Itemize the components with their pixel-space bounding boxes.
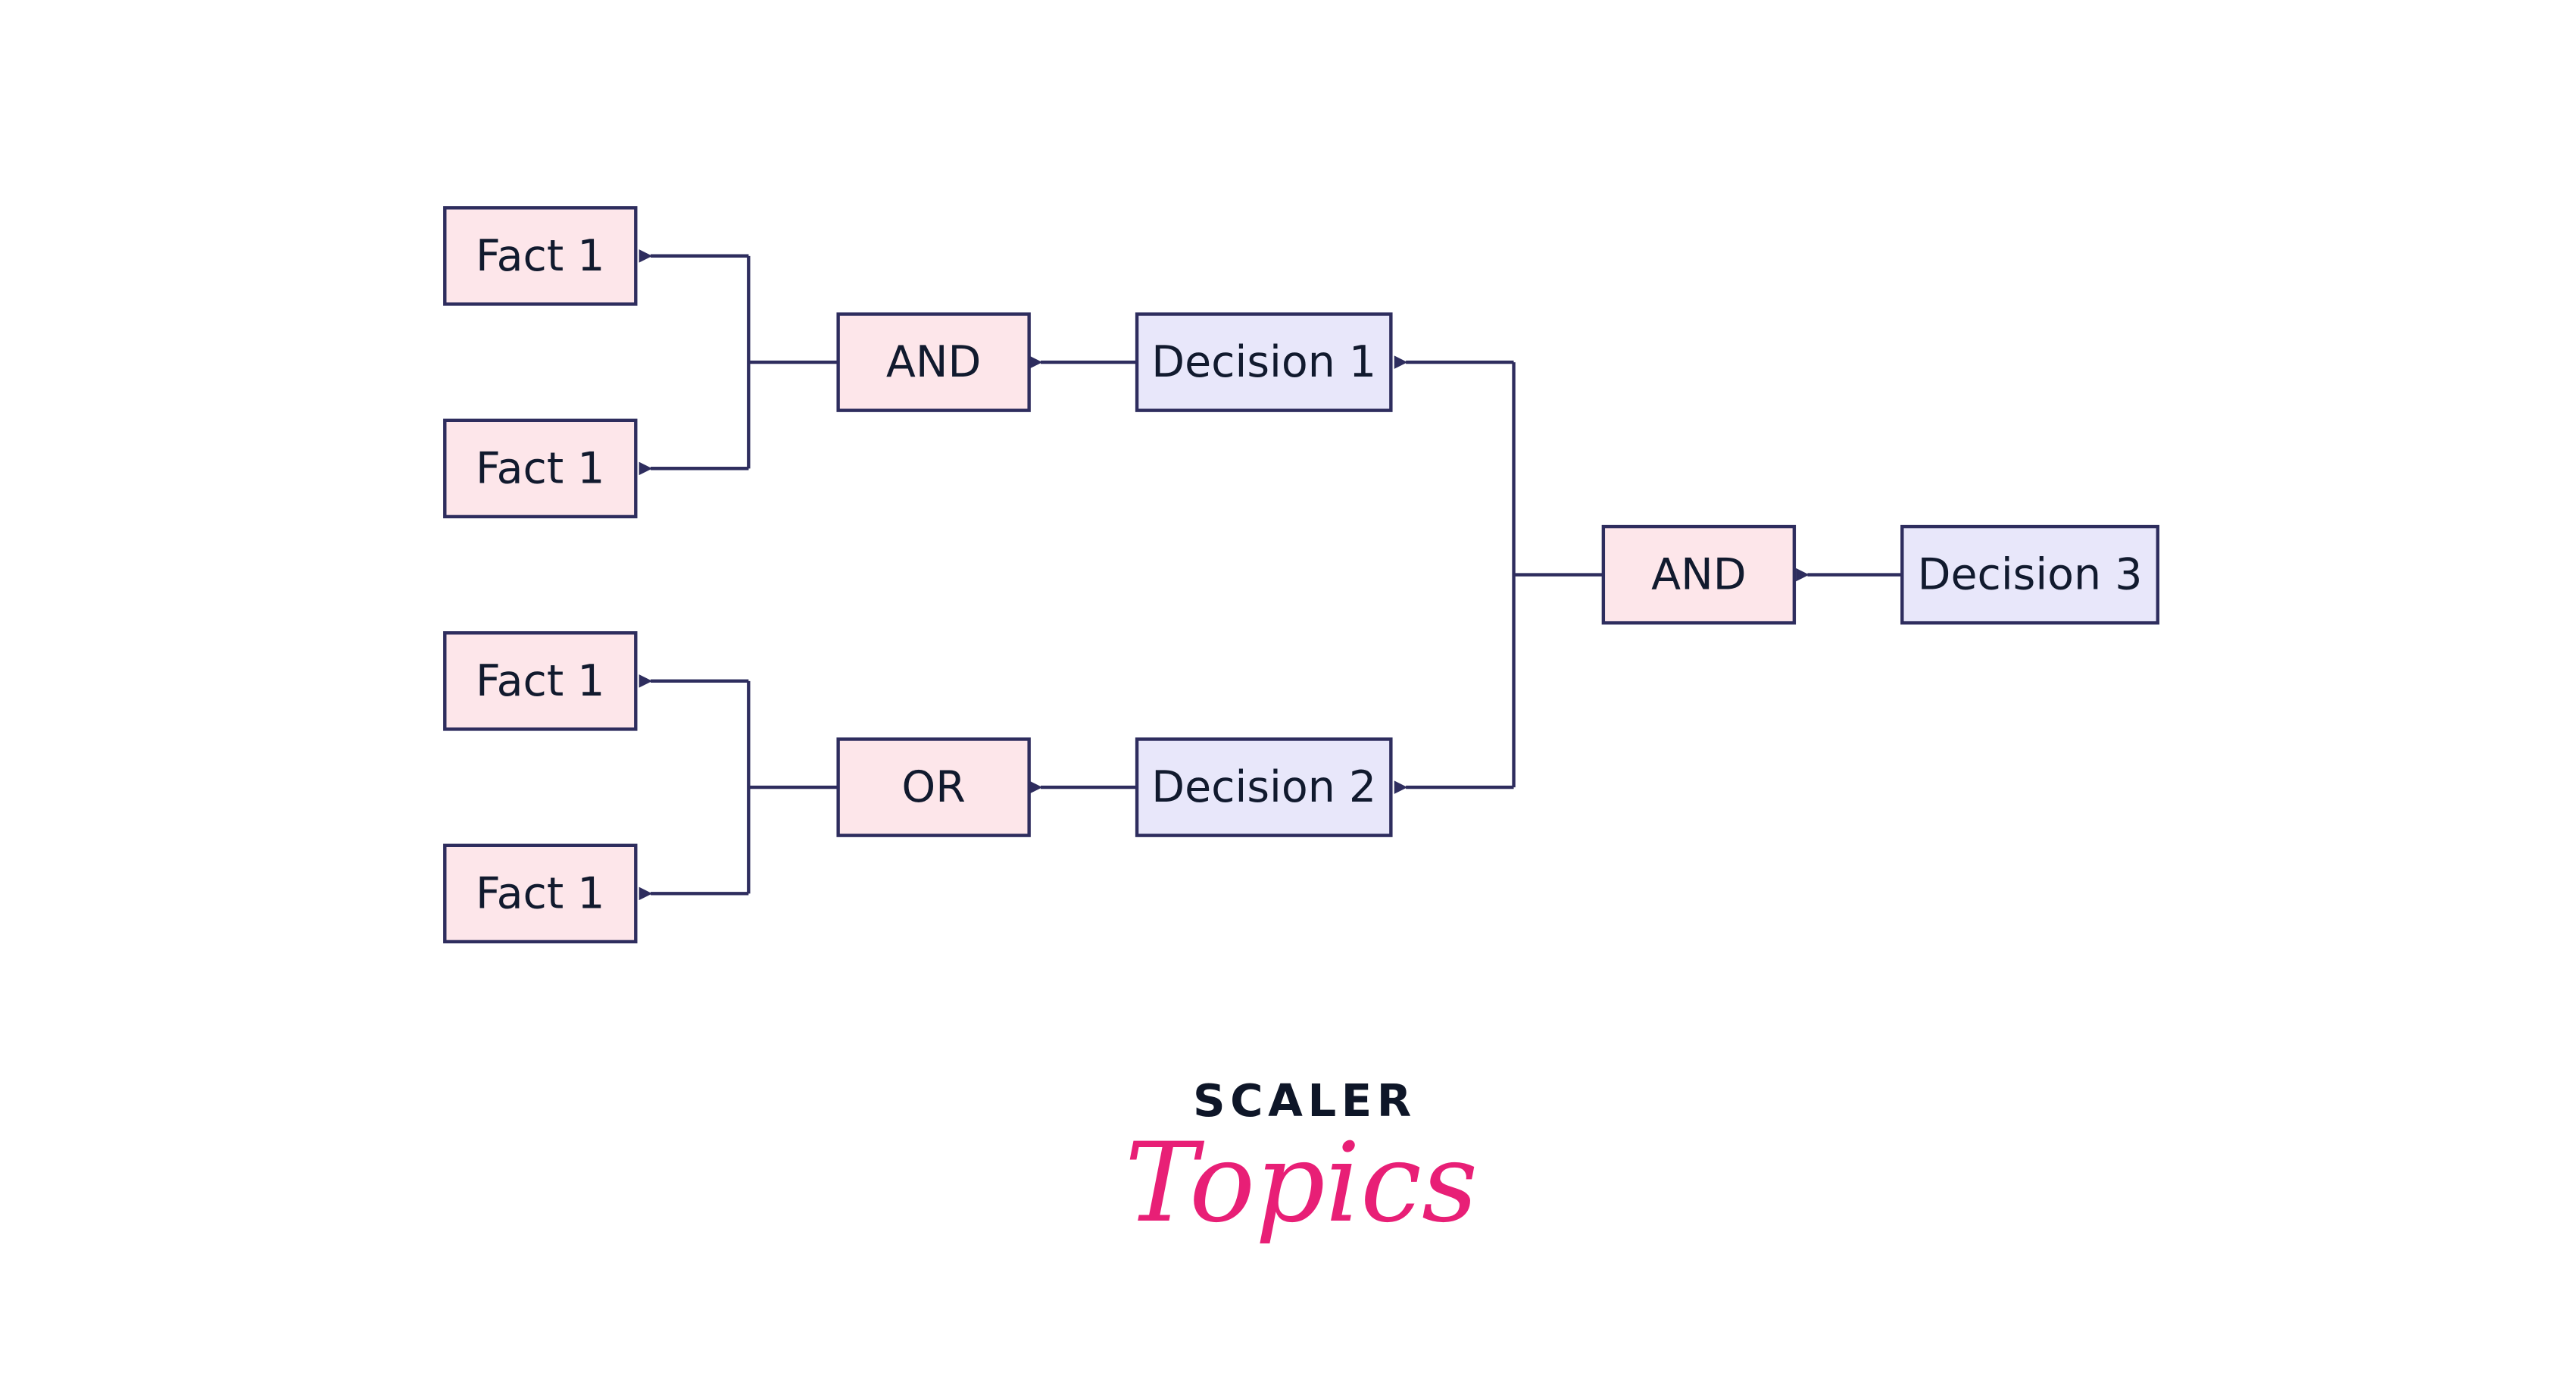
logo-topics-text: Topics	[1125, 1120, 1478, 1247]
node-label: Fact 1	[476, 868, 604, 918]
node-fact-d: Fact 1	[443, 843, 638, 944]
scaler-topics-logo: SCALER Topics	[1125, 1074, 1478, 1247]
connector-and1-facts	[651, 254, 838, 471]
node-label: AND	[1651, 550, 1746, 600]
node-label: Decision 2	[1151, 762, 1376, 812]
node-fact-a: Fact 1	[443, 206, 638, 306]
node-label: Fact 1	[476, 231, 604, 281]
node-and-1: AND	[836, 312, 1031, 412]
connector-or-facts	[747, 680, 838, 894]
node-label: OR	[901, 762, 965, 812]
node-fact-c: Fact 1	[443, 631, 638, 731]
node-label: Fact 1	[476, 656, 604, 706]
connector-and2-decisions	[1512, 362, 1603, 788]
node-label: AND	[886, 337, 981, 387]
node-label: Decision 3	[1918, 550, 2143, 600]
node-fact-b: Fact 1	[443, 418, 638, 519]
connectors	[639, 249, 1903, 901]
node-decision-3: Decision 3	[1900, 524, 2159, 625]
node-label: Fact 1	[476, 443, 604, 493]
logo-scaler-text: SCALER	[1193, 1074, 1416, 1127]
node-decision-2: Decision 2	[1135, 737, 1393, 837]
node-and-2: AND	[1601, 524, 1797, 625]
node-label: Decision 1	[1151, 337, 1376, 387]
node-decision-1: Decision 1	[1135, 312, 1393, 412]
node-or-1: OR	[836, 737, 1031, 837]
